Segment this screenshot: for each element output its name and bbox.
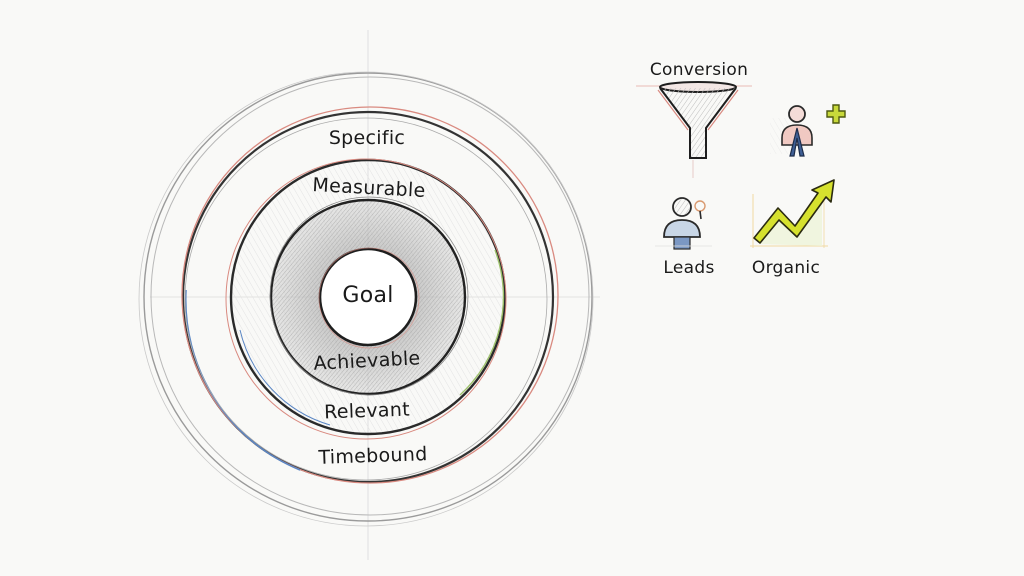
label-organic: Organic: [751, 258, 821, 278]
user-plus-icon: [770, 104, 846, 157]
label-relevant: Relevant: [323, 398, 411, 424]
label-conversion: Conversion: [649, 60, 749, 80]
goal-center: [318, 247, 420, 349]
label-leads: Leads: [663, 258, 715, 278]
specific-ring: [181, 106, 559, 484]
funnel-icon: [636, 81, 752, 178]
trend-up-arrow-icon: [750, 179, 835, 248]
label-goal: Goal: [342, 283, 394, 308]
outer-ring: [138, 71, 594, 527]
user-search-icon: [655, 197, 712, 250]
label-timebound: Timebound: [318, 443, 428, 469]
label-specific: Specific: [328, 127, 406, 149]
